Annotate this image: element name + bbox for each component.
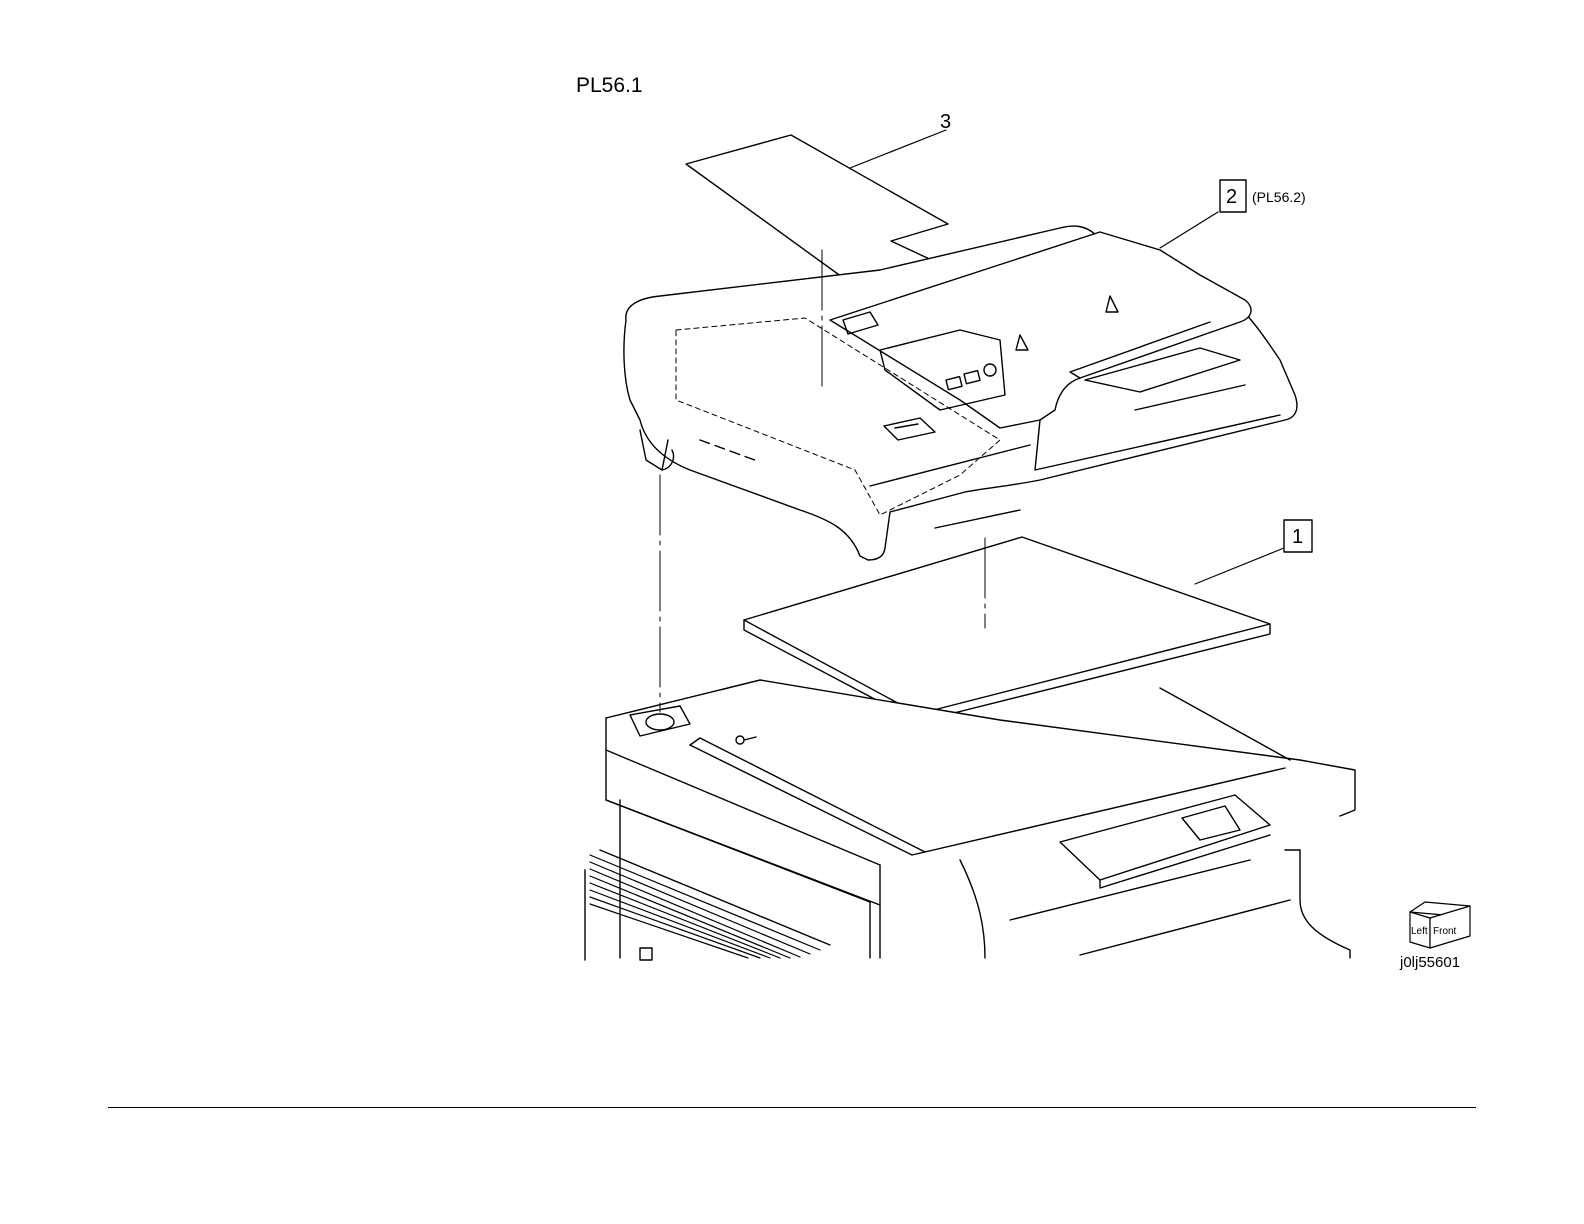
callout-2-reference: (PL56.2) xyxy=(1252,189,1306,205)
part-2-document-feeder xyxy=(624,226,1297,560)
callout-1: 1 xyxy=(1284,520,1312,552)
figure-id: j0lj55601 xyxy=(1400,954,1460,971)
callout-2: 2 (PL56.2) xyxy=(1220,180,1306,212)
footer-rule xyxy=(108,1107,1476,1108)
callout-3-number: 3 xyxy=(940,111,951,133)
base-unit-scanner xyxy=(585,680,1355,960)
orientation-cube: Left Front xyxy=(1410,902,1470,948)
part-3-label-sheet xyxy=(686,135,948,277)
orientation-left-label: Left xyxy=(1411,926,1428,937)
callout-2-number: 2 xyxy=(1226,186,1237,208)
callout-1-number: 1 xyxy=(1292,526,1303,548)
orientation-front-label: Front xyxy=(1433,926,1457,937)
